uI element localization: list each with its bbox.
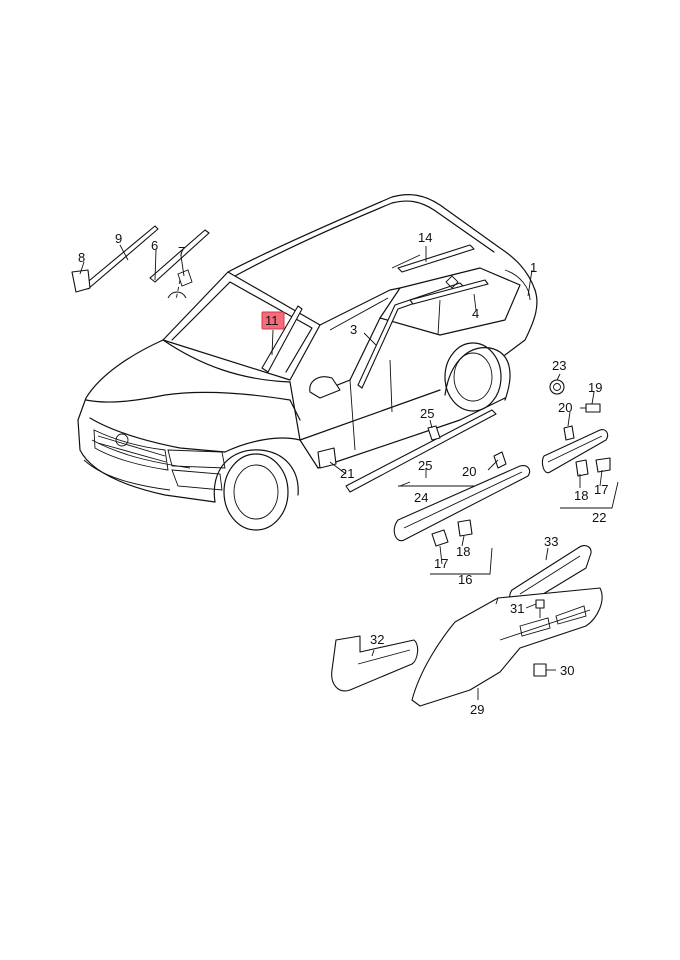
callout-14[interactable]: 14 — [418, 230, 432, 245]
callout-31[interactable]: 31 — [510, 601, 524, 616]
callout-16[interactable]: 16 — [458, 572, 472, 587]
leader-lines — [79, 244, 619, 700]
callout-6[interactable]: 6 — [151, 238, 158, 253]
callout-20-left[interactable]: 20 — [462, 464, 476, 479]
callout-19[interactable]: 19 — [588, 380, 602, 395]
callout-23[interactable]: 23 — [552, 358, 566, 373]
callout-33[interactable]: 33 — [544, 534, 558, 549]
callout-25-top[interactable]: 25 — [420, 406, 434, 421]
callout-25-bottom[interactable]: 25 — [418, 458, 432, 473]
callout-24[interactable]: 24 — [414, 490, 428, 505]
callout-30[interactable]: 30 — [560, 663, 574, 678]
callout-11[interactable]: 11 — [265, 313, 279, 328]
callout-11-highlight — [261, 311, 285, 330]
callout-18-right[interactable]: 18 — [574, 488, 588, 503]
vehicle-outline — [77, 194, 538, 531]
callout-8[interactable]: 8 — [78, 250, 85, 265]
callout-17-left[interactable]: 17 — [434, 556, 448, 571]
callout-20-right[interactable]: 20 — [558, 400, 572, 415]
trim-pieces-on-vehicle — [71, 225, 531, 493]
callout-17-right[interactable]: 17 — [594, 482, 608, 497]
loose-parts — [331, 379, 611, 707]
callout-22[interactable]: 22 — [592, 510, 606, 525]
callout-4[interactable]: 4 — [472, 306, 479, 321]
callout-21[interactable]: 21 — [340, 466, 354, 481]
callout-9[interactable]: 9 — [115, 231, 122, 246]
callout-3[interactable]: 3 — [350, 322, 357, 337]
callout-32[interactable]: 32 — [370, 632, 384, 647]
callout-18-left[interactable]: 18 — [456, 544, 470, 559]
callout-29[interactable]: 29 — [470, 702, 484, 717]
callout-labels: 1 3 4 6 7 8 9 11 14 16 17 17 18 18 19 20… — [78, 230, 608, 717]
callout-1[interactable]: 1 — [530, 260, 537, 275]
callout-7[interactable]: 7 — [178, 244, 185, 259]
